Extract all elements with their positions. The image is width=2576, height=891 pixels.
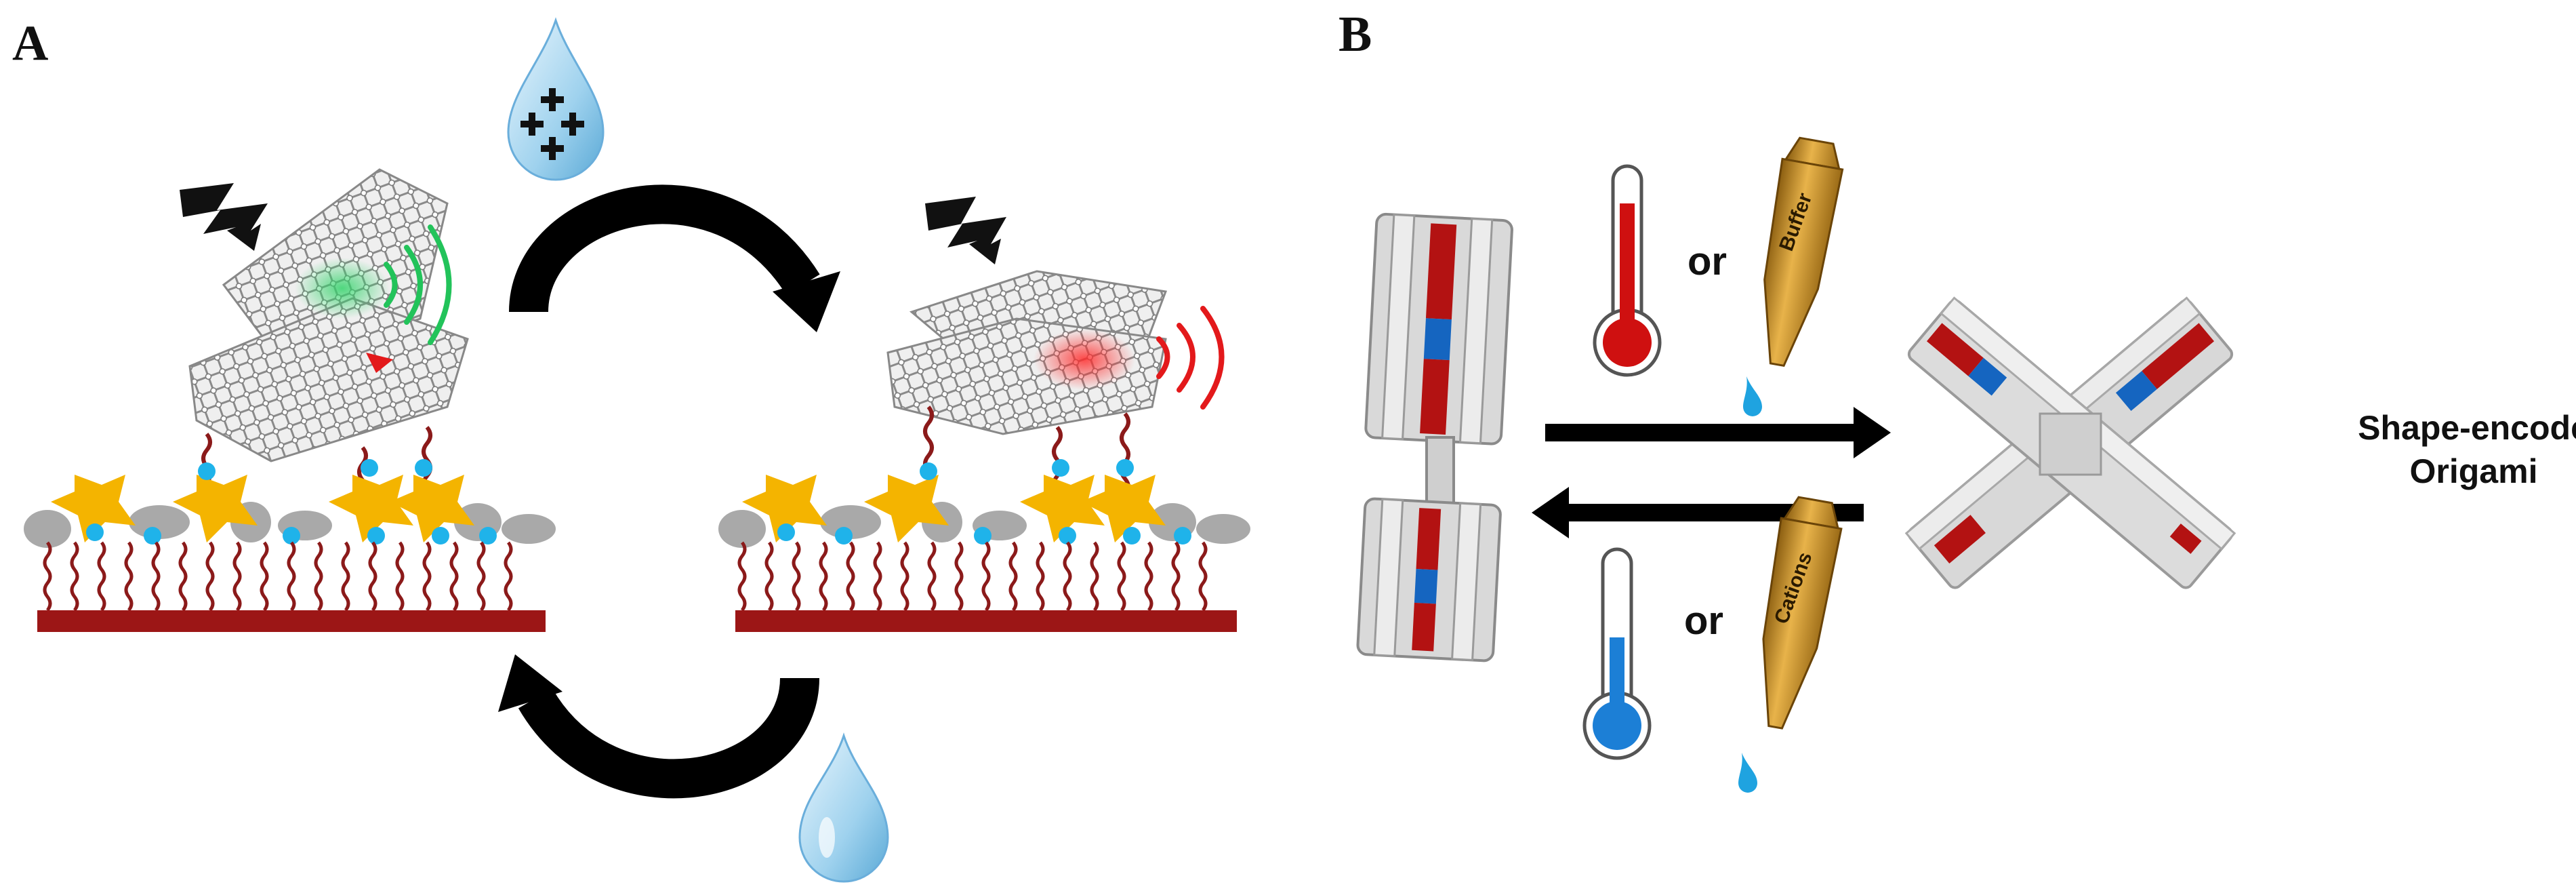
red-helix-segment (1420, 359, 1450, 435)
panel-a: A (12, 16, 1250, 883)
red-fluorescence-glow (1034, 329, 1135, 390)
red-helix-segment (2169, 523, 2202, 554)
reverse-stimuli: or Cations (1582, 496, 1843, 793)
substrate-bar (735, 610, 1237, 632)
red-helix-segment (1416, 508, 1442, 570)
stacked-origami (1356, 212, 1513, 662)
forward-or-text: or (1688, 239, 1727, 283)
blue-helix-segment (1968, 357, 2007, 396)
forward-stimuli: or Buffer (1593, 136, 1844, 416)
cations-dropper-bottle-icon: Cations (1762, 496, 1843, 730)
hot-thermometer-icon (1593, 164, 1662, 377)
red-helix-segment (1412, 602, 1436, 652)
water-drop-icon (1738, 753, 1757, 793)
blue-helix-segment (1414, 568, 1438, 604)
buffer-dropper-bottle-icon: Buffer (1763, 136, 1844, 367)
yellow-target-proteins (51, 475, 474, 542)
blue-helix-segment (1423, 318, 1452, 361)
shape-encode-caption: Shape-encode (2358, 409, 2576, 447)
forward-arrow (1545, 407, 1891, 458)
green-fluorescence-glow (295, 258, 390, 319)
gray-aggregates (718, 502, 1250, 548)
top-cycle-arrow (509, 184, 840, 332)
red-helix-segment (2142, 323, 2215, 389)
red-helix-segment (1425, 223, 1457, 320)
green-emission-waves (384, 224, 452, 345)
red-helix-segment (1926, 323, 1984, 376)
panel-a-label: A (12, 16, 48, 71)
polymer-brush (43, 541, 513, 612)
cation-water-drop-icon (507, 17, 605, 181)
polymer-brush (737, 541, 1208, 612)
origami-caption: Origami (2410, 452, 2538, 490)
blue-binding-sites (777, 459, 1191, 544)
water-drop-icon (798, 732, 889, 883)
water-drop-icon (1743, 376, 1762, 416)
cold-thermometer-icon (1582, 547, 1652, 760)
red-emission-waves (1156, 306, 1225, 410)
red-fluorophore (366, 353, 393, 373)
reverse-or-text: or (1684, 599, 1723, 643)
blue-binding-sites (86, 459, 497, 544)
bottom-cycle-arrow (498, 654, 819, 799)
x-shaped-origami (1904, 296, 2236, 589)
yellow-target-proteins (742, 475, 1166, 542)
lightning-icon (925, 197, 1006, 264)
origami-bottom-plate (188, 297, 469, 462)
left-origami-state (24, 168, 556, 632)
substrate-bar (37, 610, 546, 632)
panel-b-label: B (1338, 7, 1372, 62)
right-origami-state (718, 197, 1250, 632)
blue-helix-segment (2115, 371, 2157, 412)
lightning-icon (180, 183, 268, 251)
panel-b: B (1338, 7, 2576, 793)
red-helix-segment (1934, 515, 1986, 564)
